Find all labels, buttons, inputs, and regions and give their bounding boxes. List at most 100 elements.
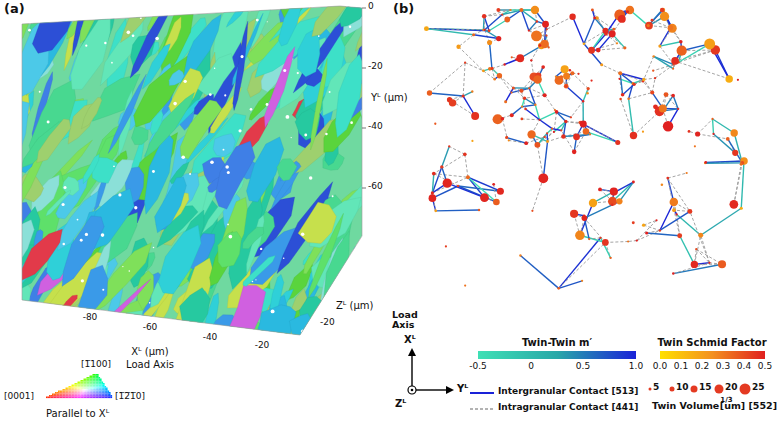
grain: [218, 232, 242, 268]
intergranular-link: [705, 162, 742, 164]
ipf-cell: [60, 392, 62, 394]
grain: [59, 295, 77, 314]
ipf-cell: [93, 388, 95, 390]
intragranular-link: [572, 73, 588, 88]
ipf-cell: [69, 389, 71, 391]
intergranular-link: [706, 161, 744, 163]
intergranular-link: [490, 42, 492, 68]
twin-node: [618, 78, 620, 80]
unindexed-spot: [153, 247, 155, 249]
ipf-cell: [103, 392, 105, 394]
twin-node: [704, 38, 715, 49]
legend-text: 5: [653, 383, 659, 393]
intergranular-link: [601, 238, 611, 258]
ipf-cell: [88, 391, 90, 393]
ipf-cell: [70, 395, 72, 397]
ipf-cell: [70, 397, 72, 399]
grain: [158, 225, 201, 294]
unindexed-spot: [104, 42, 106, 44]
ipf-cell: [111, 395, 113, 397]
grain: [243, 256, 276, 287]
line-sample: [470, 392, 494, 394]
ipf-cell: [66, 394, 68, 396]
ipf-cell: [67, 392, 69, 394]
grain-base: [22, 6, 362, 335]
intergranular-link: [620, 73, 634, 84]
ipf-cell: [85, 392, 87, 394]
grain: [71, 18, 111, 90]
ipf-cell: [90, 389, 92, 391]
ipf-cell: [85, 397, 87, 399]
ipf-cell: [72, 394, 74, 396]
ipf-cell: [91, 388, 93, 390]
ipf-cell: [64, 391, 66, 393]
axis-tick: -20: [255, 341, 270, 351]
ipf-cell: [94, 395, 96, 397]
ipf-cell: [100, 389, 102, 391]
twin-node: [511, 56, 513, 58]
twin-node: [616, 198, 622, 204]
twin-node: [466, 175, 470, 179]
twin-node: [533, 75, 541, 83]
grain: [148, 0, 164, 31]
twin-node: [618, 15, 626, 23]
twin-node: [672, 68, 674, 70]
twin-node: [581, 215, 587, 221]
ipf-cell: [102, 397, 104, 399]
twin-node: [546, 132, 548, 134]
ipf-cell: [64, 397, 66, 399]
twin-node: [509, 9, 511, 11]
ipf-cell: [97, 385, 99, 387]
ipf-cell: [94, 385, 96, 387]
ipf-cell: [87, 382, 89, 384]
intragranular-link: [459, 35, 474, 47]
twin-node: [487, 40, 492, 45]
ipf-cell: [93, 394, 95, 396]
ipf-cell: [55, 395, 57, 397]
legend-swatch: [470, 409, 494, 410]
axis-tick: -60: [368, 182, 383, 192]
intergranular-link: [436, 209, 479, 211]
twin-node: [569, 14, 575, 20]
ipf-cell: [91, 379, 93, 381]
twin-node: [704, 161, 707, 164]
ipf-cell: [84, 395, 86, 397]
ipf-cell: [93, 386, 95, 388]
ipf-cell: [100, 392, 102, 394]
twin-node: [569, 69, 572, 72]
unindexed-spot: [132, 34, 135, 37]
intragranular-link: [465, 154, 468, 177]
ipf-cell: [85, 379, 87, 381]
intragranular-link: [644, 78, 655, 79]
ipf-cell: [94, 377, 96, 379]
ipf-cell: [91, 382, 93, 384]
unindexed-spot: [15, 160, 18, 163]
twin-node: [688, 130, 691, 133]
twin-node: [493, 78, 496, 81]
ipf-cell: [79, 383, 81, 385]
unindexed-spot: [209, 93, 212, 96]
twin-node: [647, 24, 650, 27]
twin-node: [661, 8, 665, 12]
twin-node: [565, 85, 567, 87]
ipf-cell: [99, 382, 101, 384]
ipf-cell: [94, 374, 96, 376]
grain: [365, 240, 380, 280]
ipf-cell: [96, 386, 98, 388]
intergranular-link: [583, 89, 588, 102]
ipf-label: [1̅100]: [81, 360, 111, 370]
ipf-cell: [91, 383, 93, 385]
arrow-head: [408, 348, 416, 356]
ipf-cell: [96, 377, 98, 379]
ipf-cell: [105, 391, 107, 393]
intragranular-link: [522, 118, 540, 120]
twin-node: [672, 272, 674, 274]
ipf-cell: [94, 386, 96, 388]
twin-node: [443, 179, 452, 188]
twin-node: [488, 29, 491, 32]
ipf-cell: [73, 392, 75, 394]
unindexed-spot: [128, 270, 130, 272]
ipf-cell: [64, 395, 66, 397]
grain: [213, 134, 235, 157]
ipf-cell: [61, 392, 63, 394]
